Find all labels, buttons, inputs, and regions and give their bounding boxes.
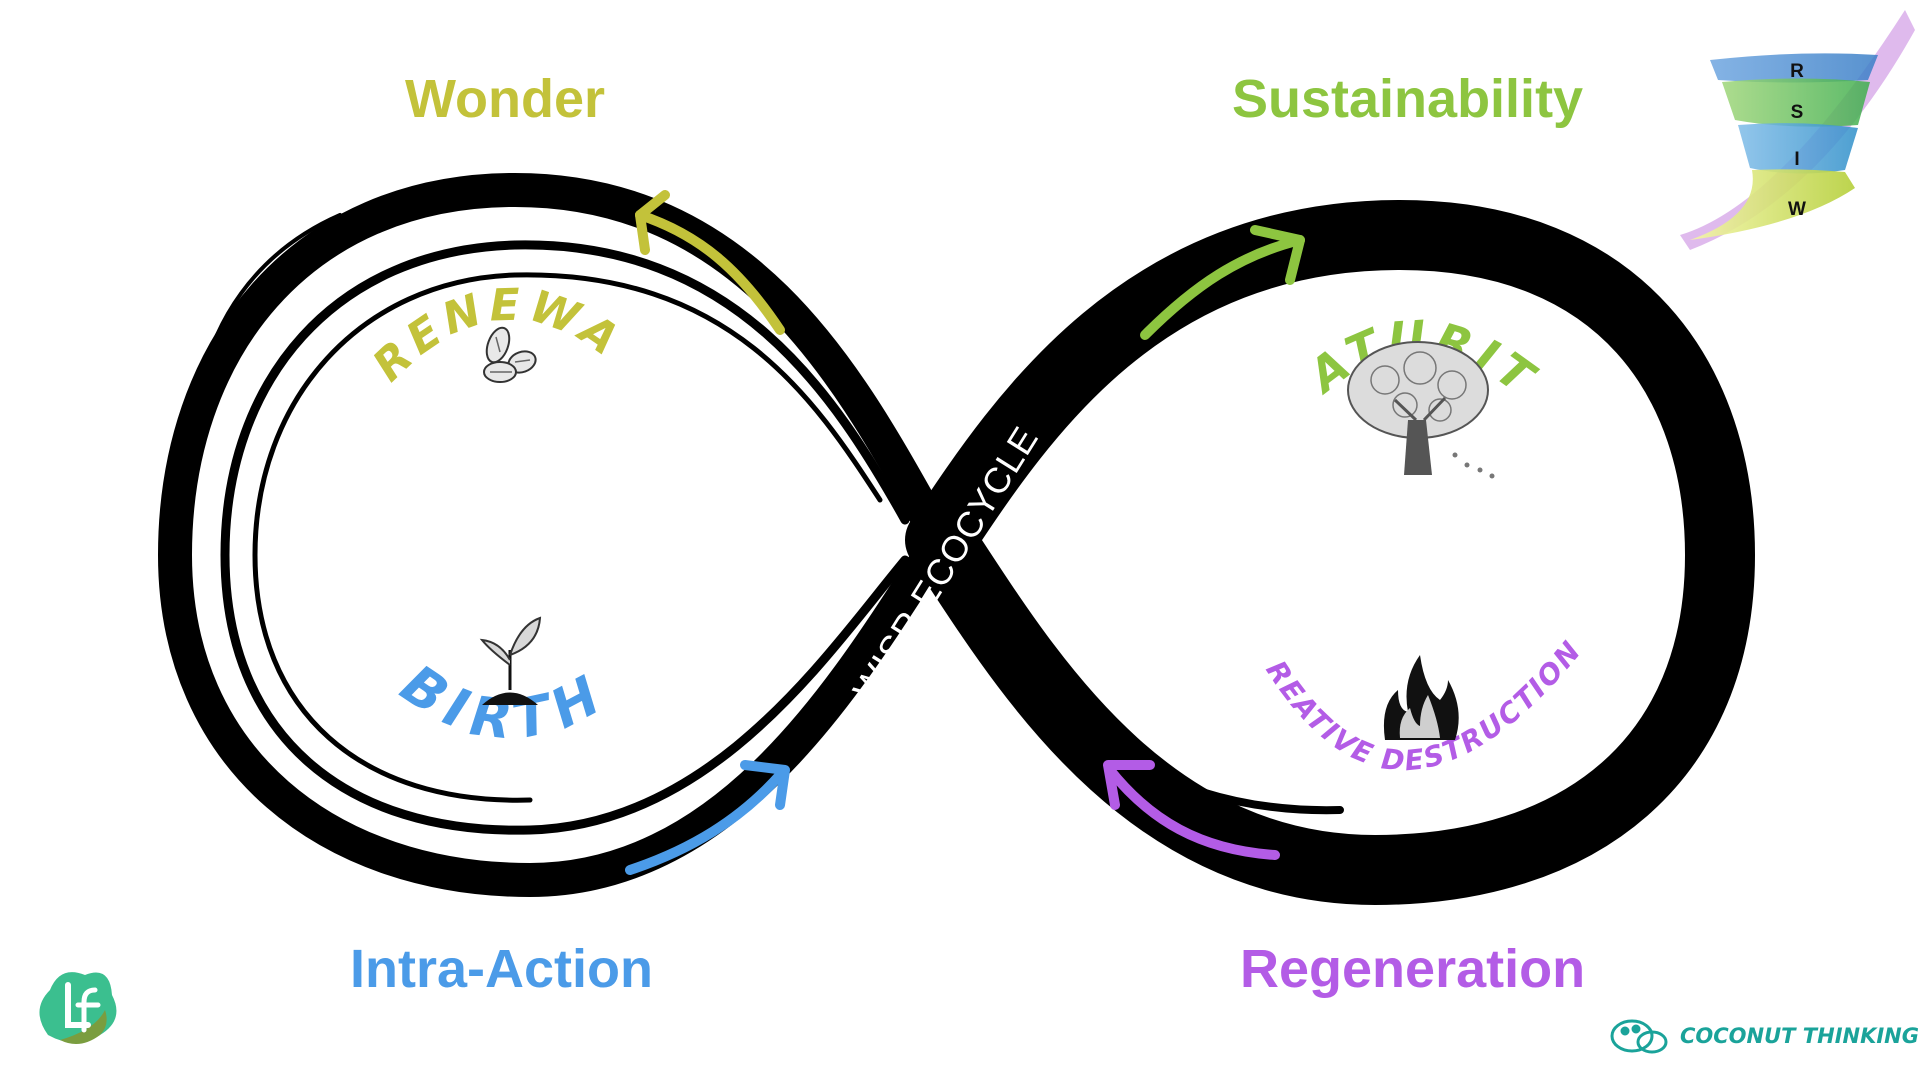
loop-left-brush2 <box>193 213 342 422</box>
loop-right-outer <box>905 199 1756 906</box>
flow-arrows <box>625 190 1305 875</box>
loop-left-brush <box>252 272 883 803</box>
arrow-intra <box>625 770 785 875</box>
spiral-letter-i: I <box>1794 149 1799 170</box>
arrow-wonder-head <box>635 190 670 255</box>
lf-logo-icon <box>39 972 117 1044</box>
tree-icon <box>1347 341 1495 479</box>
arrow-wonder <box>635 210 785 335</box>
arrow-regen-head <box>1103 760 1155 810</box>
seeds-icon <box>483 326 537 383</box>
label-intra-action: Intra-Action <box>350 939 653 999</box>
coconut-icon <box>1610 1019 1668 1054</box>
spiral-letter-s: S <box>1791 102 1804 123</box>
label-regeneration: Regeneration <box>1240 939 1586 999</box>
label-sustainability: Sustainability <box>1232 69 1584 129</box>
arrow-intra-head <box>740 760 790 810</box>
spiral-letter-w: W <box>1788 199 1806 220</box>
arrow-regen <box>1105 765 1280 860</box>
sprout-icon <box>479 616 542 705</box>
spiral-letter-r: R <box>1790 61 1804 82</box>
brand-name: COCONUT THINKING <box>1680 1024 1919 1048</box>
arrow-sustainability-head <box>1250 225 1305 285</box>
infinity-loop <box>157 172 1756 906</box>
spiral-icon: R S I W <box>1680 10 1915 250</box>
loop-right-inner <box>981 616 1344 815</box>
loop-left-inner <box>220 240 910 835</box>
label-wonder: Wonder <box>405 69 605 129</box>
loop-left-outer <box>157 172 957 898</box>
arrow-sustainability <box>1140 235 1305 340</box>
fire-icon <box>1383 655 1459 740</box>
